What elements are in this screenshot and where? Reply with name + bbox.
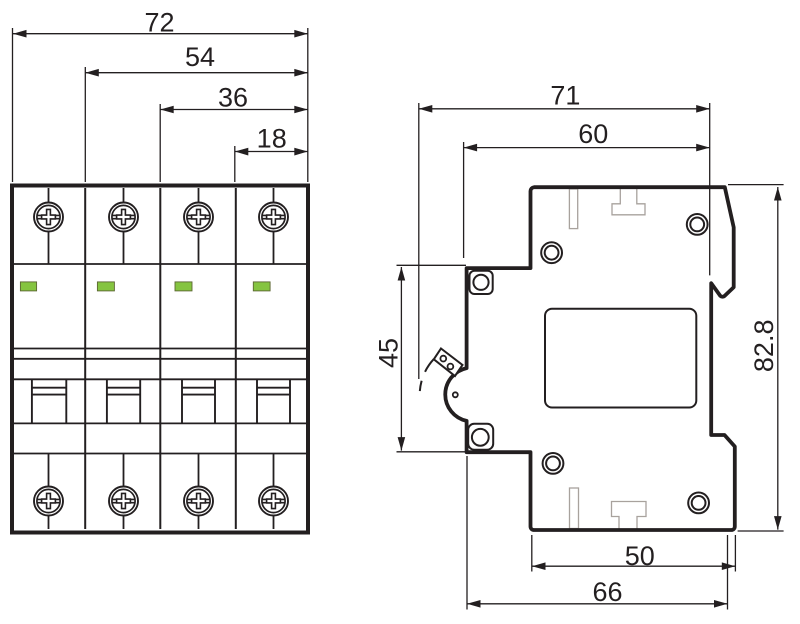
svg-text:71: 71 (550, 81, 580, 111)
svg-text:45: 45 (374, 338, 404, 368)
svg-text:72: 72 (144, 8, 174, 38)
svg-text:54: 54 (185, 42, 215, 72)
svg-text:60: 60 (578, 119, 608, 149)
svg-text:66: 66 (592, 577, 622, 607)
svg-text:36: 36 (218, 83, 248, 113)
svg-text:18: 18 (257, 124, 287, 154)
svg-text:82.8: 82.8 (749, 320, 779, 373)
svg-text:50: 50 (625, 541, 655, 571)
